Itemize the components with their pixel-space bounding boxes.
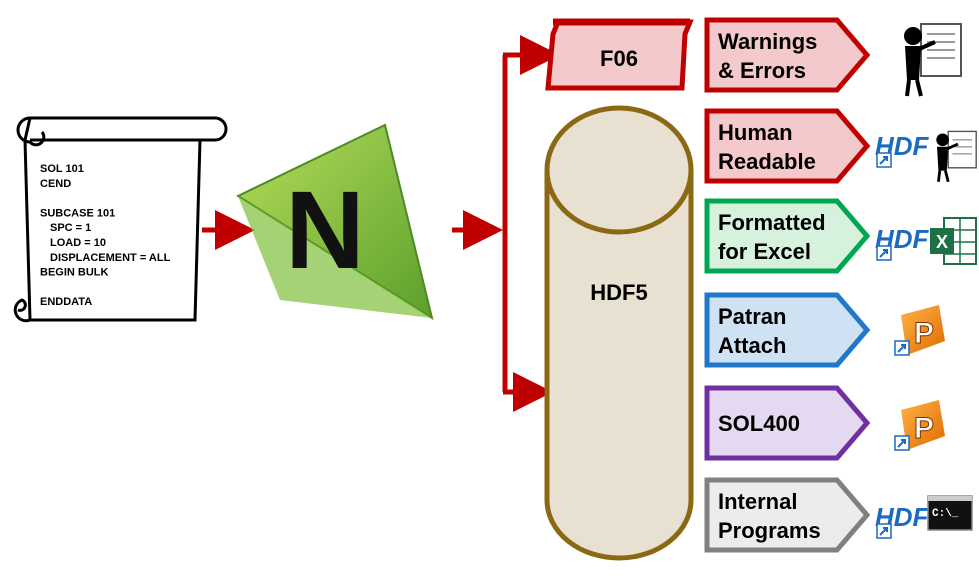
output-box-shape (704, 198, 871, 274)
output-box-label: Warnings (718, 29, 817, 54)
output-box-label: Readable (718, 149, 816, 174)
output-box-shape (704, 477, 871, 553)
input-deck-line: DISPLACEMENT = ALL (50, 252, 171, 264)
f06-label: F06 (600, 46, 638, 71)
patran-icon-letter: P (914, 412, 934, 445)
hdf-shortcut-icon-console-row: HDF (875, 502, 930, 539)
patran-icon: P (894, 305, 945, 356)
hdf5-database: HDF5 (544, 105, 694, 561)
output-box: SOL400 (704, 385, 871, 461)
excel-icon: X (930, 217, 977, 265)
solver-logo-icon: N (235, 123, 434, 321)
solver-logo-letter: N (285, 169, 364, 292)
excel-icon-letter: X (936, 232, 948, 252)
output-box-label: & Errors (718, 58, 806, 83)
output-box-shape (704, 385, 871, 461)
presenter-icon-small (936, 130, 977, 183)
input-deck-line: BEGIN BULK (40, 267, 109, 279)
output-box-shape (704, 17, 871, 93)
f06-file: F06 (545, 18, 694, 91)
output-box-label: Attach (718, 333, 786, 358)
console-icon-text: C:\_ (932, 508, 959, 520)
console-icon: C:\_ (927, 495, 973, 531)
output-box-shape (704, 108, 871, 184)
output-box-label: Internal (718, 489, 797, 514)
input-deck-line: SOL 101 (40, 163, 84, 175)
output-box-label: SOL400 (718, 411, 800, 436)
output-box: Warnings & Errors (704, 17, 871, 93)
output-box-label: Programs (718, 518, 821, 543)
output-box: Formatted for Excel (704, 198, 871, 274)
output-bracket (502, 35, 560, 412)
output-box-label: for Excel (718, 239, 811, 264)
input-deck-line: SUBCASE 101 (40, 207, 115, 219)
hdf5-label: HDF5 (590, 280, 647, 305)
patran-icon-letter: P (914, 317, 934, 350)
hdf-shortcut-icon-excel-row: HDF (875, 224, 930, 261)
output-box-label: Human (718, 120, 793, 145)
patran-icon-sol400: P (894, 400, 945, 451)
input-deck-line: SPC = 1 (50, 222, 91, 234)
output-box-shape (704, 292, 871, 368)
input-deck-line: ENDDATA (40, 296, 92, 308)
output-box-label: Patran (718, 304, 786, 329)
presenter-icon (904, 23, 962, 97)
input-deck-line: LOAD = 10 (50, 237, 106, 249)
input-deck-line: CEND (40, 178, 71, 190)
output-box-label: Formatted (718, 210, 826, 235)
hdf-shortcut-icon: HDF (875, 131, 930, 168)
